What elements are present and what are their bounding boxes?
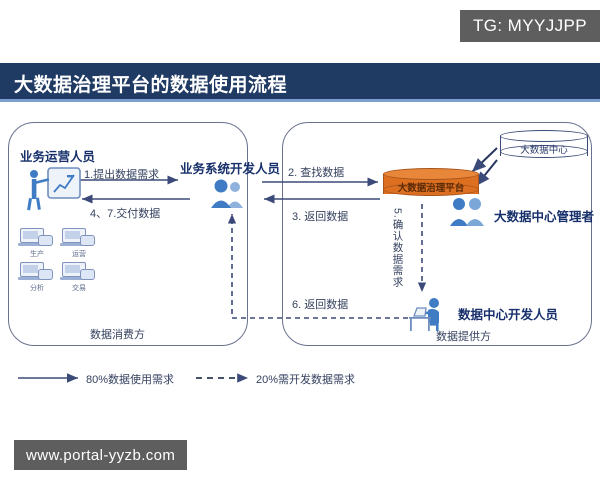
panel-data-provider [282,122,592,346]
developer-team-icon [208,178,248,210]
label-business-operator: 业务运营人员 [20,150,96,164]
desk-worker-icon [404,296,450,332]
label-data-center-manager: 大数据中心管理者 [494,210,595,224]
step-2-label: 2. 查找数据 [288,167,345,179]
title-bar-accent [0,99,600,102]
governance-platform-label: 大数据治理平台 [397,183,465,194]
source-system-label: 运营 [72,251,86,258]
source-system-label: 分析 [30,285,44,292]
step-4-7-label: 4、7.交付数据 [90,208,161,220]
legend-solid-label: 80%数据使用需求 [86,374,175,386]
url-watermark: www.portal-yyzb.com [14,440,188,470]
page-title: 大数据治理平台的数据使用流程 [14,75,288,96]
step-1-label: 1.提出数据需求 [84,169,160,181]
big-data-center-label: 大数据中心 [520,145,568,156]
title-bar [0,63,600,99]
source-system-label: 交易 [72,285,86,292]
manager-pair-icon [448,196,488,228]
source-system-label: 生产 [30,251,44,258]
panel-data-consumer [8,122,248,346]
big-data-center-node: 大数据中心 [500,130,588,162]
governance-platform-node: 大数据治理平台 [383,168,479,200]
step-6-label: 6. 返回数据 [292,299,349,311]
step-5-label: 5.确认数据需求 [391,208,404,288]
legend-dashed-label: 20%需开发数据需求 [256,374,356,386]
label-data-center-developer: 数据中心开发人员 [458,308,559,322]
telegram-watermark: TG: MYYJJPP [460,10,600,42]
label-data-consumer-side: 数据消费方 [90,329,145,341]
presenter-icon [22,166,84,212]
label-data-provider-side: 数据提供方 [436,331,491,343]
label-business-developer: 业务系统开发人员 [180,162,281,176]
step-3-label: 3. 返回数据 [292,211,349,223]
